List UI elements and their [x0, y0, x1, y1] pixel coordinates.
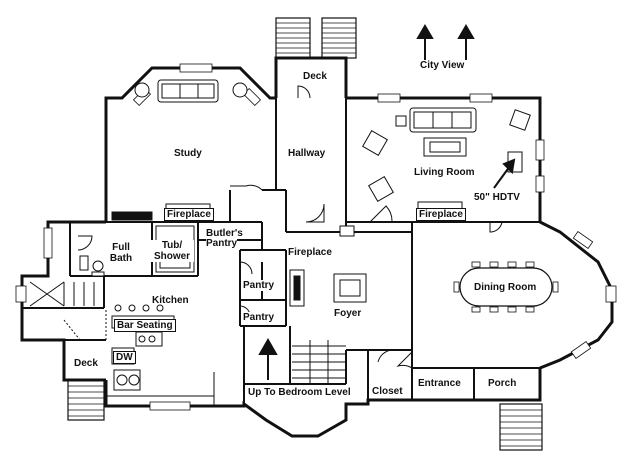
- annotation-city-view: City View: [420, 60, 465, 71]
- kitchen-stairs: [29, 281, 95, 307]
- room-label-fireplace-study: Fireplace: [164, 208, 214, 221]
- room-label-hallway: Hallway: [288, 148, 326, 159]
- city-view-arrows: [416, 24, 475, 60]
- room-label-closet: Closet: [372, 386, 403, 397]
- room-label-butlers-line2: Pantry: [206, 238, 238, 249]
- room-label-deck-left: Deck: [74, 358, 98, 369]
- top-deck-stairs: [275, 17, 357, 59]
- exterior-walls: [20, 56, 614, 438]
- room-label-dw: DW: [113, 351, 136, 364]
- room-label-study: Study: [174, 148, 202, 159]
- room-label-entrance: Entrance: [418, 378, 461, 389]
- room-label-full-bath-line1: Full: [112, 242, 130, 253]
- room-label-butlers-line1: Butler's: [206, 228, 243, 239]
- foyer-fixtures: [289, 225, 367, 307]
- room-label-living-room: Living Room: [414, 167, 475, 178]
- room-label-pantry-a: Pantry: [243, 280, 275, 291]
- room-label-tub-line2: Shower: [150, 251, 194, 262]
- room-label-dining-room: Dining Room: [474, 282, 537, 293]
- porch-stairs: [499, 403, 543, 451]
- room-label-porch: Porch: [488, 378, 517, 389]
- room-label-deck-top: Deck: [303, 71, 327, 82]
- left-deck-stairs: [67, 379, 105, 421]
- room-label-kitchen: Kitchen: [152, 295, 189, 306]
- hdtv-arrow: [493, 158, 516, 189]
- room-label-fireplace-living: Fireplace: [416, 208, 466, 221]
- room-label-up-to-bedroom: Up To Bedroom Level: [248, 387, 351, 398]
- room-label-tub-line1: Tub/: [150, 240, 194, 251]
- dining-table: [453, 261, 559, 313]
- stair-up-arrow: [258, 337, 278, 380]
- windows: [15, 63, 617, 411]
- room-label-foyer: Foyer: [334, 308, 362, 319]
- room-label-pantry-b: Pantry: [243, 312, 275, 323]
- room-label-fireplace-foyer: Fireplace: [288, 247, 332, 258]
- openings: [63, 221, 413, 341]
- annotation-hdtv: 50" HDTV: [474, 192, 520, 203]
- room-label-bar-seating: Bar Seating: [114, 319, 176, 332]
- room-label-full-bath-line2: Bath: [109, 253, 133, 264]
- main-stairs: [292, 340, 346, 384]
